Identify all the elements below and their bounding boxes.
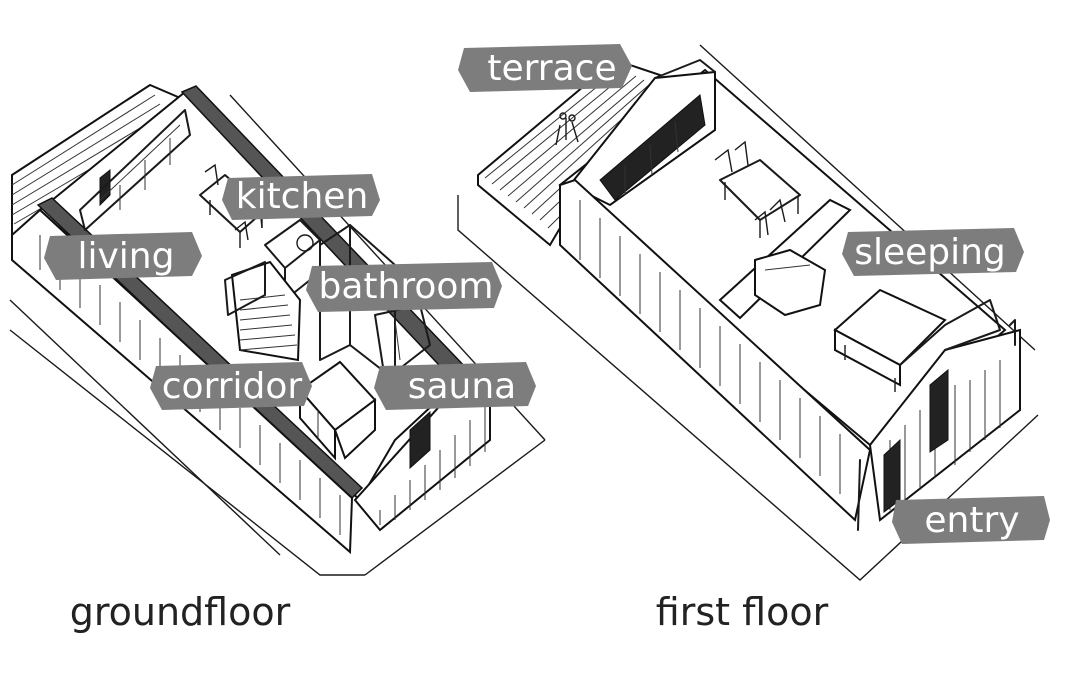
groundfloor-drawing (9, 83, 546, 576)
first-floor-caption: first floor (656, 590, 829, 634)
kitchen-label: kitchen (236, 176, 369, 217)
sauna-label: sauna (408, 366, 517, 407)
corridor-label: corridor (162, 366, 303, 407)
living-label: living (78, 236, 175, 277)
terrace-label: terrace (487, 48, 616, 89)
room-label-living: living (44, 232, 202, 280)
sleeping-label: sleeping (854, 232, 1006, 273)
bathroom-label: bathroom (319, 266, 494, 307)
room-label-bathroom: bathroom (306, 262, 502, 312)
room-label-entry: entry (892, 496, 1050, 544)
room-label-kitchen: kitchen (222, 174, 380, 220)
room-label-corridor: corridor (150, 362, 312, 410)
groundfloor-stair (224, 260, 302, 362)
first-floor-drawing (457, 44, 1039, 581)
room-label-sleeping: sleeping (842, 228, 1024, 276)
room-label-terrace: terrace (458, 44, 632, 92)
entry-label: entry (924, 500, 1019, 541)
groundfloor-caption: groundfloor (70, 590, 291, 634)
room-label-sauna: sauna (374, 362, 536, 410)
